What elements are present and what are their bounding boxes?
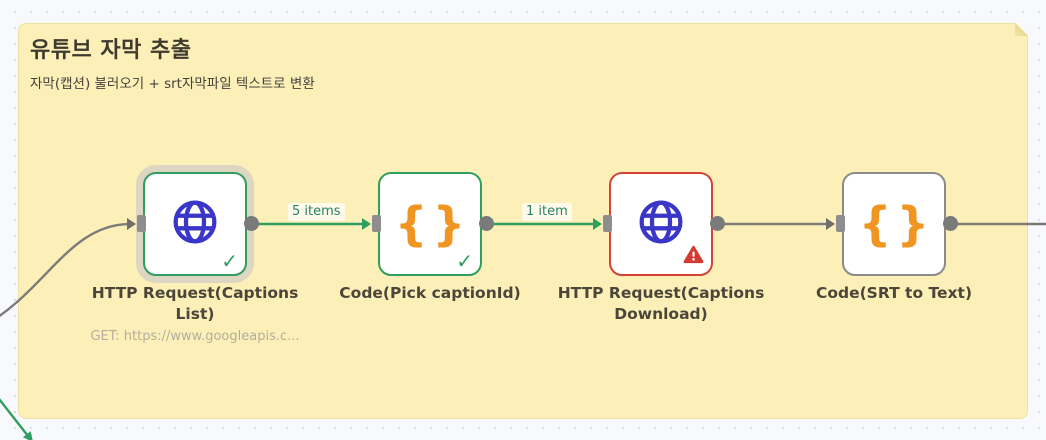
- connection-items-badge: 1 item: [522, 203, 572, 222]
- node-code-srt-to-text[interactable]: {}: [842, 172, 946, 276]
- input-port[interactable]: [603, 215, 612, 232]
- error-warning-icon: [683, 245, 704, 268]
- node-name: Code(SRT to Text): [815, 284, 973, 302]
- input-port[interactable]: [137, 215, 146, 232]
- node-label-pick-captionid: Code(Pick captionId): [315, 283, 545, 304]
- code-braces-icon: {}: [858, 197, 935, 251]
- output-port[interactable]: [479, 216, 494, 231]
- connection-incoming[interactable]: [0, 218, 136, 328]
- connection-download-to-srt[interactable]: [718, 218, 835, 230]
- success-check-icon: ✓: [221, 249, 238, 273]
- node-name: HTTP Request(Captions Download): [557, 284, 765, 323]
- success-check-icon: ✓: [456, 249, 473, 273]
- node-subtitle: GET: https://www.googleapis.c...: [90, 328, 300, 344]
- globe-icon: [634, 195, 688, 253]
- input-port[interactable]: [372, 215, 381, 232]
- globe-icon: [168, 195, 222, 253]
- sticky-note-fold-corner: [1015, 23, 1028, 36]
- code-braces-icon: {}: [394, 197, 471, 251]
- node-http-request-captions-download[interactable]: [609, 172, 713, 276]
- input-port[interactable]: [836, 215, 845, 232]
- sticky-note-title: 유튜브 자막 추출: [30, 38, 192, 63]
- node-code-pick-captionid[interactable]: {} ✓: [378, 172, 482, 276]
- connection-captions-list-to-pick[interactable]: [251, 218, 371, 230]
- node-name: HTTP Request(Captions List): [91, 284, 299, 323]
- node-name: Code(Pick captionId): [339, 284, 521, 302]
- node-http-request-captions-list[interactable]: ✓: [143, 172, 247, 276]
- node-label-srt-to-text: Code(SRT to Text): [779, 283, 1009, 304]
- node-label-captions-download: HTTP Request(Captions Download): [546, 283, 776, 325]
- sticky-note-subtitle: 자막(캡션) 불러오기 + srt자막파일 텍스트로 변환: [30, 76, 315, 92]
- output-port[interactable]: [244, 216, 259, 231]
- connection-items-badge: 5 items: [288, 203, 345, 222]
- output-port[interactable]: [943, 216, 958, 231]
- connection-bottom-left[interactable]: [0, 390, 33, 440]
- connection-pick-to-captions-download[interactable]: [486, 218, 602, 230]
- output-port[interactable]: [710, 216, 725, 231]
- node-label-captions-list: HTTP Request(Captions List) GET: https:/…: [80, 283, 310, 344]
